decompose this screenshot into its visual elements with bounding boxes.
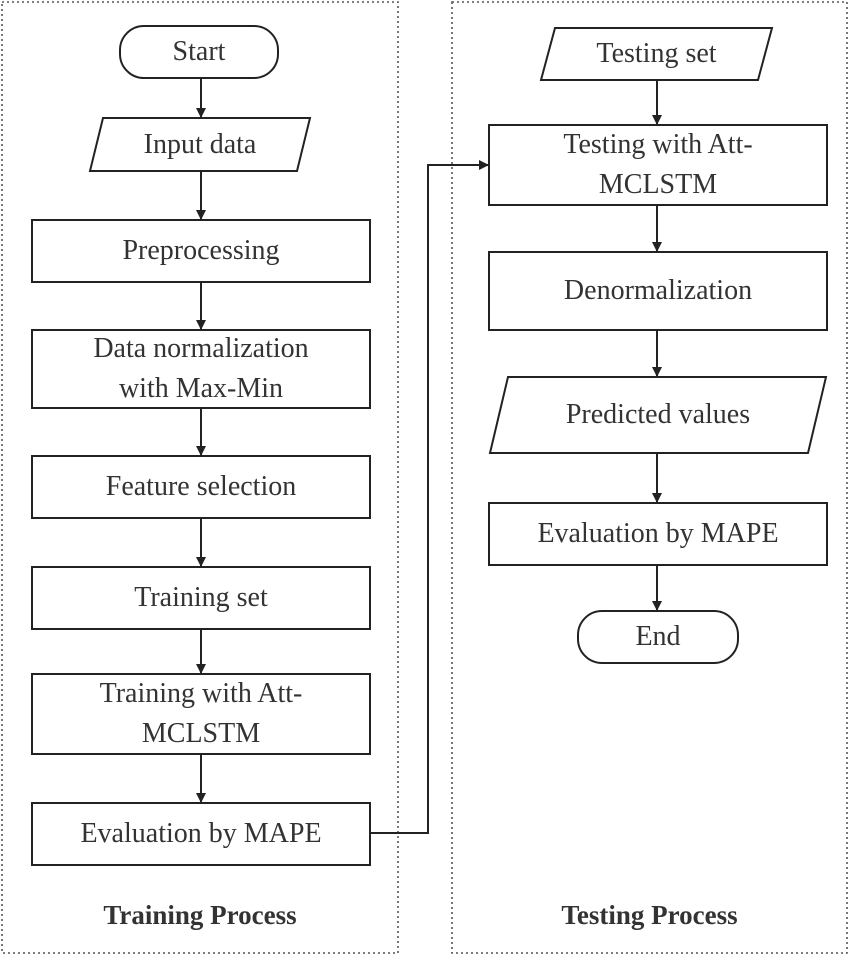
predicted-values-label: Predicted values [565,399,751,430]
training-evaluation-shape [31,802,371,866]
training-set-label: Training set [134,582,268,613]
normalization-shape [31,329,371,409]
feature-selection-label: Feature selection [105,471,297,502]
input-data-shape [88,117,312,172]
testing-evaluation-shape [488,502,828,566]
start-label: Start [172,36,226,67]
start-terminal-shape [119,25,279,79]
training-process-title: Training Process [103,900,297,930]
preprocessing-label: Preprocessing [122,235,280,266]
train-model-shape [31,673,371,755]
training-evaluation-label: Evaluation by MAPE [80,818,322,849]
testing-process-title: Testing Process [561,900,738,930]
testing-set-label: Testing set [596,38,717,69]
test-model-label: Testing with Att-MCLSTM [563,129,753,200]
arrow-training-to-testing [370,160,489,834]
normalization-label: Data normalization with Max-Min [93,333,309,404]
predicted-values-shape [488,376,828,454]
test-model-shape [488,124,828,206]
input-data-label: Input data [143,128,257,160]
feature-selection-shape [31,455,371,519]
denormalization-shape [488,251,828,331]
end-terminal-shape [577,610,739,664]
end-label: End [635,621,681,652]
training-panel [1,1,399,954]
testing-set-shape [539,27,774,81]
testing-evaluation-label: Evaluation by MAPE [537,518,779,549]
testing-panel [451,1,848,954]
training-set-shape [31,566,371,630]
denormalization-label: Denormalization [563,275,753,306]
train-model-label: Training with Att-MCLSTM [99,678,303,749]
